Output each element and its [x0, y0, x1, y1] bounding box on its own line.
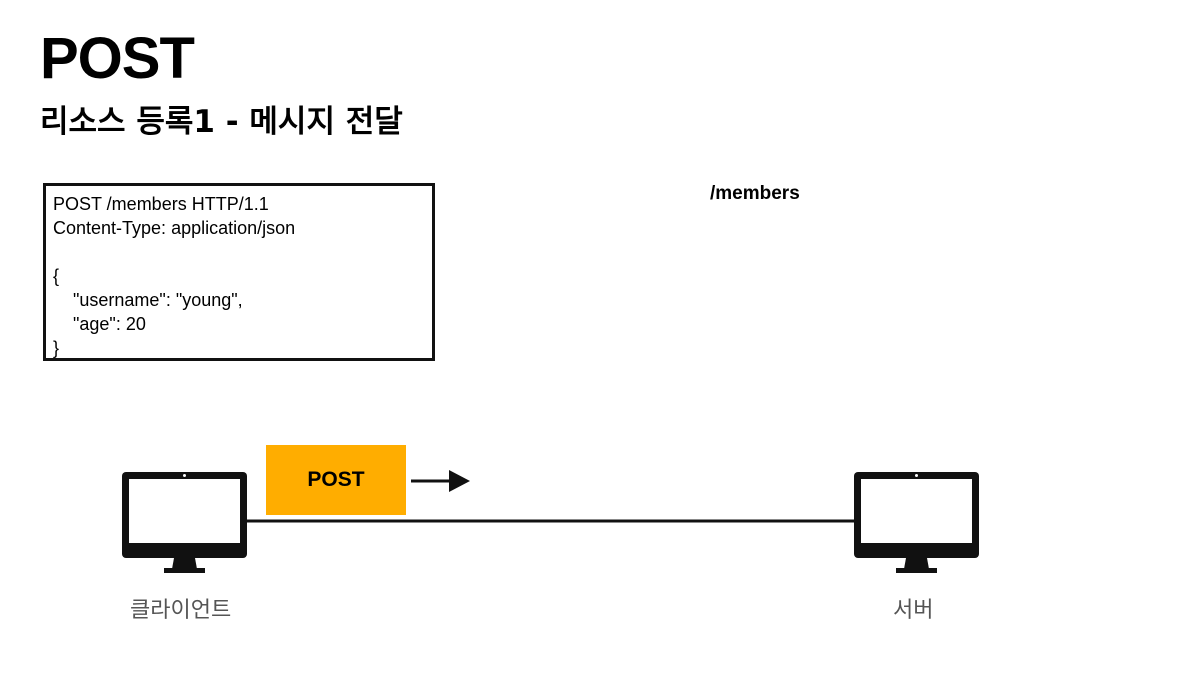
http-method-post-box: POST [266, 445, 406, 515]
request-header-content-type: Content-Type: application/json [53, 218, 296, 238]
page-title: POST [40, 26, 195, 91]
server-monitor-icon [854, 472, 979, 573]
request-body-age: "age": 20 [53, 314, 146, 334]
client-label: 클라이언트 [130, 598, 232, 623]
client-monitor-icon [122, 472, 247, 573]
arrow-right-icon [411, 470, 470, 492]
http-method-label: POST [307, 468, 365, 491]
request-body-close-brace: } [53, 338, 60, 358]
page-subtitle: 리소스 등록1 - 메시지 전달 [40, 104, 403, 140]
server-resource-path: /members [710, 183, 800, 204]
http-request-message: POST /members HTTP/1.1 Content-Type: app… [43, 183, 435, 361]
request-line: POST /members HTTP/1.1 [53, 194, 269, 214]
server-label: 서버 [893, 598, 934, 623]
request-body-open-brace: { [53, 266, 60, 286]
request-body-username: "username": "young", [53, 290, 243, 310]
